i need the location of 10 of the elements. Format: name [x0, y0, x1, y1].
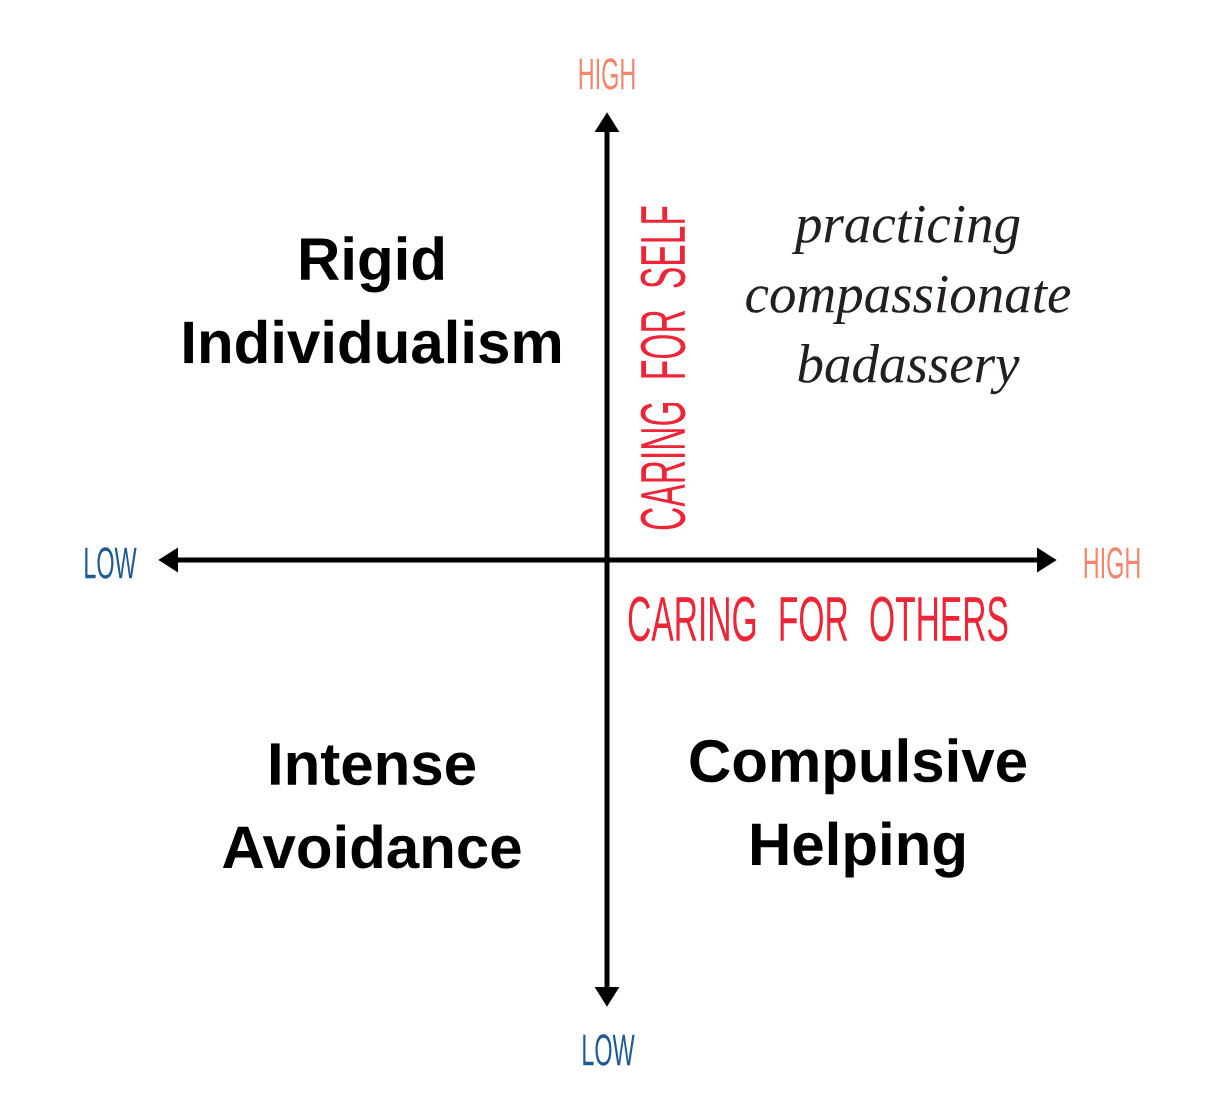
script-text: practicing compassionate badassery [746, 205, 1071, 395]
quadrant-label: Compulsive Helping [690, 738, 1026, 878]
quadrant-label: Intense Avoidance [222, 743, 521, 869]
axis-title: CARING FOR SELF [640, 206, 686, 530]
quadrant-label: Rigid Individualism [184, 236, 561, 364]
axis-end-label: HIGH [579, 58, 635, 90]
axis-title: CARING FOR OTHERS [628, 596, 1008, 642]
axis-end-label: LOW [85, 547, 137, 579]
axis-end-label: HIGH [1084, 547, 1140, 579]
axis-end-label: LOW [583, 1034, 635, 1066]
